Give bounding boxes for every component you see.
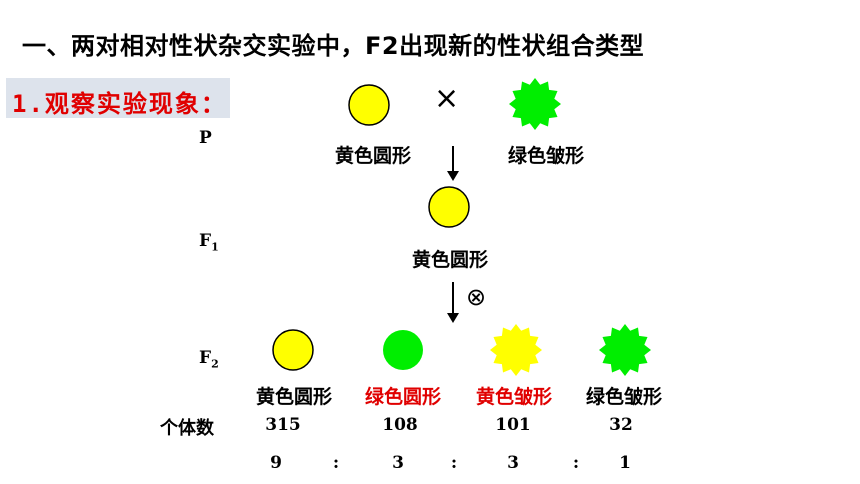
ratio-separator: : [572,453,580,473]
f2-ratio: 1 [619,453,631,473]
f2-phenotype-label: 绿色皱形 [585,386,663,408]
f2-ratio: 3 [392,453,404,473]
yellow-round-seed-icon [428,186,470,228]
count-header: 个体数 [160,418,214,439]
f2-count: 32 [609,415,633,435]
f2-count: 315 [265,415,301,435]
f1-label: 黄色圆形 [411,249,489,271]
f2-phenotype-label: 黄色皱形 [475,386,553,408]
yellow-wrinkled-seed-icon [490,324,542,376]
self-cross-symbol: ⊗ [466,283,487,311]
ratio-separator: : [450,453,458,473]
green-wrinkled-seed-icon [599,324,651,376]
f2-ratio: 3 [507,453,519,473]
page-title: 一、两对相对性状杂交实验中，F2出现新的性状组合类型 [22,32,645,60]
f2-ratio: 9 [270,453,282,473]
parent-right-label: 绿色皱形 [507,145,585,167]
f2-phenotype-label: 黄色圆形 [255,386,333,408]
generation-f1-label: F1 [199,231,219,254]
parent-left-label: 黄色圆形 [334,145,412,167]
f2-phenotype-label: 绿色圆形 [364,386,442,408]
section-label-background [6,78,230,118]
section-label: 1.观察实验现象： [12,90,227,118]
generation-f2-label: F2 [199,348,219,371]
ratio-separator: : [332,453,340,473]
f2-count: 108 [382,415,418,435]
yellow-round-seed-icon [348,84,390,126]
down-arrow-icon [447,282,459,323]
cross-symbol: × [434,81,460,116]
green-wrinkled-seed-icon [509,78,561,130]
generation-p-label: P [199,128,212,148]
down-arrow-icon [447,146,459,181]
green-round-seed-icon [383,330,423,370]
yellow-round-seed-icon [272,329,314,371]
f2-count: 101 [495,415,531,435]
